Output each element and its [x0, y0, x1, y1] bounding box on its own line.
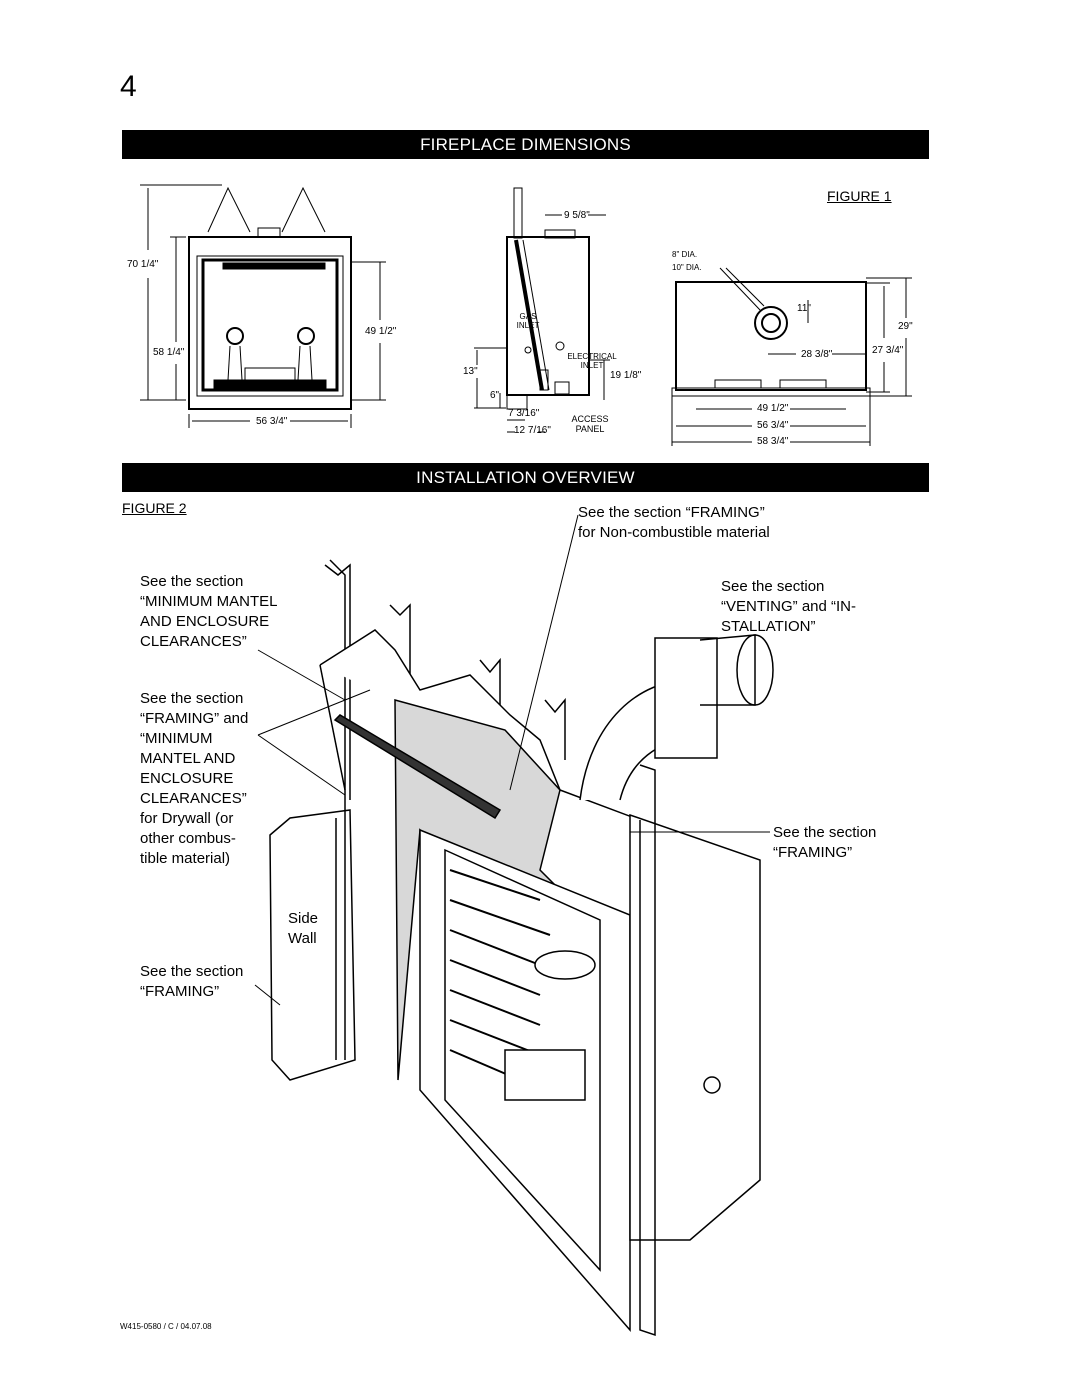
dim-13: 13" — [463, 366, 478, 377]
top-view-diagram — [671, 267, 912, 446]
footer-doc-code: W415-0580 / C / 04.07.08 — [120, 1322, 212, 1331]
gas-inlet-label: GAS INLET — [516, 312, 540, 330]
dim-height-inner: 49 1/2" — [365, 326, 397, 337]
dim-58: 58 3/4" — [757, 436, 789, 447]
callout-side-wall: Side Wall — [288, 910, 319, 947]
access-panel-label: ACCESS PANEL — [571, 414, 609, 434]
dim-49: 49 1/2" — [757, 403, 789, 414]
dim-6: 6" — [490, 390, 500, 401]
dim-7: 7 3/16" — [508, 408, 540, 419]
dia8-label: 8" DIA. — [672, 250, 698, 259]
dim-28: 28 3/8" — [801, 349, 833, 360]
dim-56: 56 3/4" — [757, 420, 789, 431]
front-view-diagram — [140, 184, 386, 428]
dia10-label: 10" DIA. — [672, 263, 702, 272]
callout-mantel-clearances: See the section “MINIMUM MANTEL AND ENCL… — [140, 573, 278, 650]
installation-overview-illustration — [254, 514, 774, 1337]
figure2-label: FIGURE 2 — [122, 500, 187, 516]
dim-19: 19 1/8" — [610, 370, 642, 381]
dim-height-opening: 58 1/4" — [153, 347, 185, 358]
figure1-label: FIGURE 1 — [827, 188, 892, 204]
callout-noncombustible: See the section “FRAMING” for Non-combus… — [578, 504, 770, 541]
electrical-inlet-label: ELECTRICAL INLET — [567, 352, 617, 370]
dim-top-width: 9 5/8" — [564, 210, 590, 221]
callout-framing-bottom: See the section “FRAMING” — [140, 963, 244, 1000]
callout-venting: See the section “VENTING” and “IN- STALL… — [721, 578, 857, 635]
side-view-diagram — [474, 187, 610, 433]
installation-overview-banner: INSTALLATION OVERVIEW — [122, 463, 929, 492]
page-number: 4 — [120, 70, 137, 103]
dim-27: 27 3/4" — [872, 345, 904, 356]
fireplace-dimensions-banner: FIREPLACE DIMENSIONS — [122, 130, 929, 159]
dim-11: 11" — [797, 303, 811, 314]
callout-drywall: See the section “FRAMING” and “MINIMUM M… — [140, 690, 249, 867]
dim-height-total: 70 1/4" — [127, 259, 159, 270]
dim-12: 12 7/16" — [514, 425, 551, 436]
dim-29: 29" — [898, 321, 913, 332]
callout-framing-right: See the section “FRAMING” — [773, 824, 877, 861]
dim-front-width: 56 3/4" — [256, 416, 288, 427]
